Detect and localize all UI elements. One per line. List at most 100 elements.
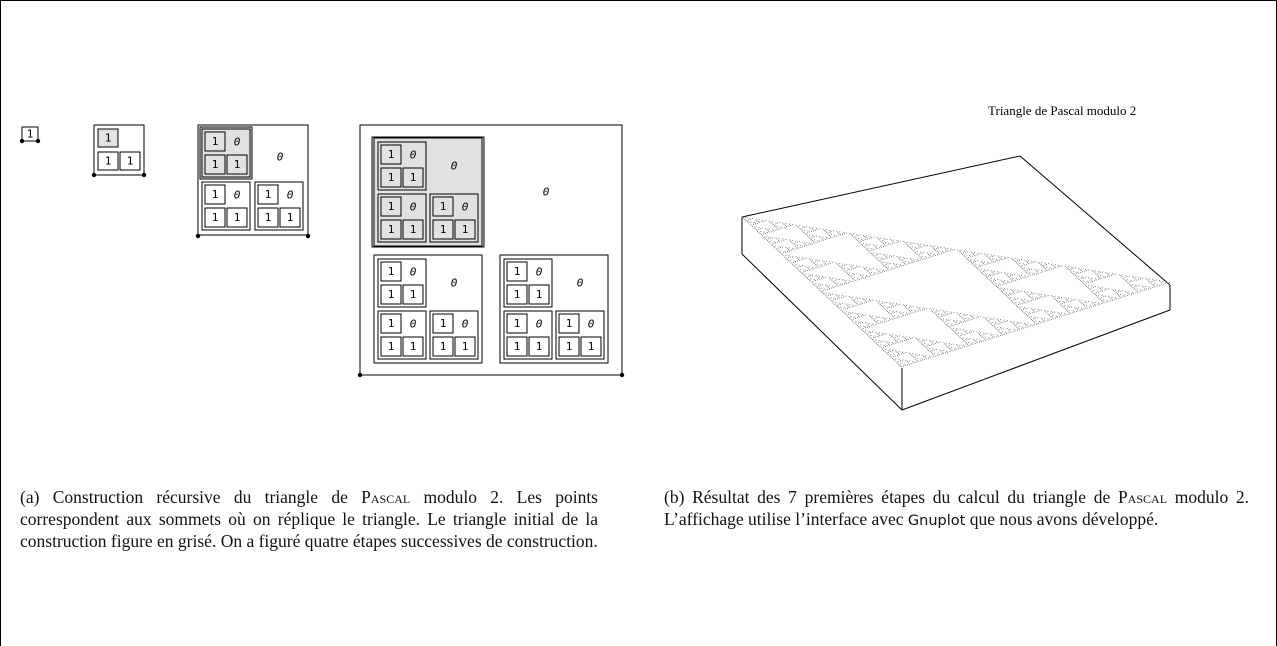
box-edge-right	[1019, 155, 1171, 286]
caption-a-label: (a)	[20, 487, 40, 507]
cell-one	[380, 284, 402, 305]
vertex-dot	[357, 372, 363, 378]
vertex-dot	[35, 138, 41, 144]
caption-a-text-2: modulo 2. Les points correspondent aux s…	[20, 487, 598, 551]
vertex-dot	[195, 233, 201, 239]
cell-one-label: 1	[566, 340, 573, 353]
cell-one-label: 1	[234, 211, 241, 224]
step1-cell	[21, 126, 39, 142]
subblock-frame	[429, 193, 479, 243]
cell-one-label: 1	[514, 288, 521, 301]
step3-initial-block	[199, 126, 253, 180]
subblock-frame	[429, 310, 479, 360]
cell-zero-label: 0	[410, 318, 417, 331]
vertex-dot	[19, 138, 25, 144]
cell-one	[432, 196, 454, 217]
step4-initial-block	[371, 136, 485, 248]
sierpinski-pattern	[742, 216, 1170, 368]
caption-b-pascal: Pascal	[1117, 487, 1168, 507]
vertex-dot	[619, 372, 625, 378]
cell-one-label: 1	[514, 340, 521, 353]
cell-zero-label: 0	[410, 149, 417, 162]
vertex-dot	[305, 233, 311, 239]
step1-label: 1	[27, 128, 34, 141]
caption-a-pascal: Pascal	[361, 487, 411, 507]
cell-one-label: 1	[440, 340, 447, 353]
subblock-frame	[503, 310, 553, 360]
cell-one-label: 1	[388, 288, 395, 301]
cell-zero-label: 0	[234, 136, 241, 149]
cell-one	[432, 313, 454, 334]
cell-one	[204, 154, 226, 175]
step3-frame	[197, 124, 309, 236]
cell-one-label: 1	[287, 211, 294, 224]
cell-one-label: 1	[388, 171, 395, 184]
step2-label: 1	[105, 155, 112, 168]
cell-one	[380, 196, 402, 217]
caption-a: (a) Construction récursive du triangle d…	[20, 486, 598, 552]
cell-zero-label: 0	[536, 318, 543, 331]
subblock-frame	[377, 258, 427, 308]
cell-zero-label: 0	[451, 160, 458, 173]
cell-zero-label: 0	[588, 318, 595, 331]
cell-one-label: 1	[440, 317, 447, 330]
cell-one	[580, 336, 602, 357]
cell-one	[257, 207, 279, 228]
cell-zero-label: 0	[577, 277, 584, 290]
step2-cell	[97, 151, 119, 171]
cell-one	[454, 219, 476, 240]
step4-zero: 0	[543, 186, 550, 199]
cell-one	[402, 219, 424, 240]
pascal-3d-plot	[741, 155, 1171, 411]
cell-one-label: 1	[265, 211, 272, 224]
cell-one-label: 1	[566, 317, 573, 330]
plot-title: Triangle de Pascal modulo 2	[988, 103, 1137, 118]
cell-one	[226, 207, 248, 228]
cell-zero-label: 0	[451, 277, 458, 290]
cell-one-label: 1	[440, 200, 447, 213]
cell-one	[402, 284, 424, 305]
subblock-frame	[201, 128, 251, 178]
cell-one-label: 1	[388, 223, 395, 236]
cell-one-label: 1	[536, 340, 543, 353]
cell-one	[528, 284, 550, 305]
cell-one-label: 1	[388, 265, 395, 278]
cell-one	[558, 313, 580, 334]
caption-b-text-2: modulo 2. L’affichage utilise l’interfac…	[664, 487, 1250, 529]
cell-one-label: 1	[462, 223, 469, 236]
block-frame	[373, 254, 483, 364]
subblock-frame	[555, 310, 605, 360]
subblock-frame	[377, 141, 427, 191]
cell-one	[402, 167, 424, 188]
cell-one	[204, 207, 226, 228]
cell-one	[257, 184, 279, 205]
subblock-frame	[377, 193, 427, 243]
cell-one-label: 1	[388, 148, 395, 161]
box-edge-bottom	[901, 309, 1171, 411]
block-frame	[373, 137, 483, 247]
cell-one-label: 1	[388, 340, 395, 353]
box-edge-back	[741, 155, 1021, 218]
cell-one-label: 1	[536, 288, 543, 301]
cell-one-label: 1	[212, 188, 219, 201]
cell-one	[226, 154, 248, 175]
subblock-frame	[201, 181, 251, 231]
cell-one-label: 1	[462, 340, 469, 353]
cell-zero-label: 0	[536, 266, 543, 279]
cell-zero-label: 0	[462, 318, 469, 331]
cell-one	[380, 336, 402, 357]
step4-frame	[359, 124, 623, 376]
cell-one	[506, 261, 528, 282]
cell-one	[279, 207, 301, 228]
cell-one	[558, 336, 580, 357]
cell-one	[506, 336, 528, 357]
caption-b-text-3: que nous avons développé.	[969, 509, 1159, 529]
cell-one	[528, 336, 550, 357]
block-frame	[499, 254, 609, 364]
cell-one	[432, 219, 454, 240]
cell-one	[380, 313, 402, 334]
cell-one	[402, 336, 424, 357]
cell-one-label: 1	[514, 317, 521, 330]
cell-one-label: 1	[388, 317, 395, 330]
